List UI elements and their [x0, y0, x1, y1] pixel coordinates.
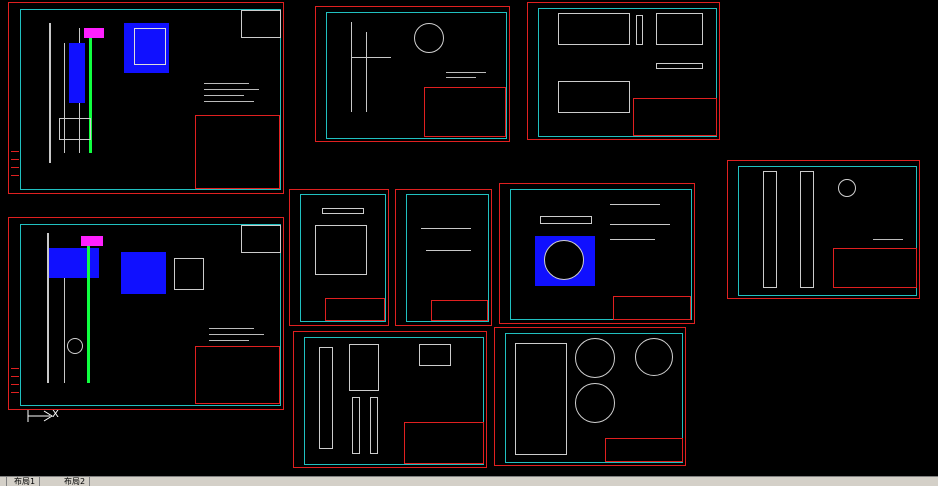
drawing-sheet-5[interactable] — [289, 189, 389, 326]
title-block — [613, 296, 691, 320]
title-block — [424, 87, 506, 137]
sheet-frame — [738, 166, 917, 296]
title-block — [605, 438, 683, 462]
ucs-icon — [27, 410, 53, 422]
tab-layout-2[interactable]: 布局2 — [60, 477, 91, 486]
drawing-sheet-7[interactable] — [499, 183, 695, 324]
drawing-sheet-4[interactable] — [527, 2, 720, 140]
title-block — [325, 298, 385, 321]
title-block — [404, 422, 484, 464]
tab-nav-arrow[interactable] — [0, 477, 7, 486]
title-block — [195, 115, 280, 189]
sheet-frame — [538, 8, 717, 137]
title-block — [195, 346, 280, 404]
drawing-sheet-6[interactable] — [395, 189, 492, 326]
layout-tab-bar: 布局1 布局2 — [0, 476, 938, 486]
tab-layout-1[interactable]: 布局1 — [10, 477, 41, 486]
sheet-frame — [20, 9, 281, 190]
drawing-sheet-2[interactable] — [8, 217, 284, 410]
model-space-canvas[interactable]: X — [0, 0, 938, 476]
title-block — [431, 300, 488, 321]
title-block — [633, 98, 717, 136]
drawing-sheet-8[interactable] — [727, 160, 920, 299]
drawing-sheet-3[interactable] — [315, 6, 510, 142]
drawing-sheet-1[interactable] — [8, 2, 284, 194]
sheet-frame — [326, 12, 507, 139]
ucs-x-label: X — [52, 409, 59, 420]
drawing-sheet-10[interactable] — [494, 327, 686, 466]
drawing-sheet-9[interactable] — [293, 331, 487, 468]
sheet-frame — [505, 333, 683, 463]
sheet-frame — [406, 194, 489, 322]
sheet-frame — [304, 337, 484, 465]
sheet-frame — [300, 194, 386, 322]
title-block — [833, 248, 917, 288]
sheet-frame — [510, 189, 692, 320]
sheet-frame — [20, 224, 281, 406]
